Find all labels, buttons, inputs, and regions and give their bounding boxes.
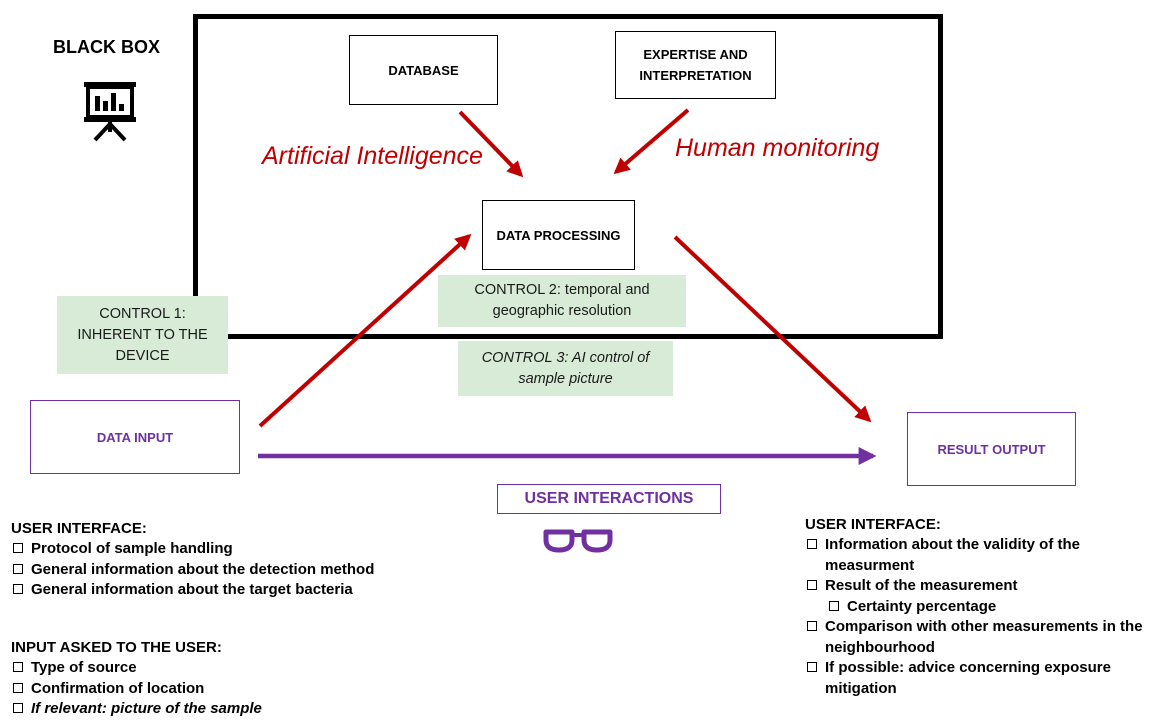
database-box: DATABASE (349, 35, 498, 105)
right-ui-title: USER INTERFACE: (805, 516, 941, 533)
database-label: DATABASE (388, 62, 459, 78)
checkbox-icon (807, 580, 817, 590)
user-interactions-label: USER INTERACTIONS (524, 490, 694, 507)
control-1-label: CONTROL 1: INHERENT TO THE DEVICE (77, 305, 208, 364)
black-box-title: BLACK BOX (53, 37, 160, 57)
list-item-text: Confirmation of location (31, 679, 205, 697)
checkbox-icon (13, 584, 23, 594)
checkbox-icon (13, 682, 23, 693)
result-output-box: RESULT OUTPUT (907, 412, 1076, 486)
arrow-processing-to-output (673, 235, 872, 423)
left-ui-title: USER INTERFACE: (11, 520, 147, 537)
presentation-chart-icon (82, 80, 138, 142)
list-item: If relevant: picture of the sample (11, 699, 262, 720)
checkbox-icon (807, 621, 817, 631)
right-user-interface-panel: USER INTERFACE: Information about the va… (805, 514, 1165, 699)
list-item-text: General information about the target bac… (31, 581, 353, 598)
list-item-text: Comparison with other measurements in th… (825, 618, 1143, 656)
input-asked-title: INPUT ASKED TO THE USER: (11, 639, 222, 656)
checkbox-icon (807, 539, 817, 549)
list-item: Certainty percentage (805, 597, 1165, 618)
list-item-text: If possible: advice concerning exposure … (825, 659, 1111, 697)
glasses-icon (543, 526, 613, 554)
control-1-box: CONTROL 1: INHERENT TO THE DEVICE (57, 296, 228, 374)
data-input-label: DATA INPUT (96, 429, 174, 445)
control-2-box: CONTROL 2: temporal and geographic resol… (438, 275, 686, 327)
expertise-box: EXPERTISE AND INTERPRETATION (615, 31, 776, 99)
list-item-text: Protocol of sample handling (31, 540, 233, 557)
data-processing-box: DATA PROCESSING (482, 200, 635, 270)
checkbox-icon (13, 543, 23, 553)
artificial-intelligence-label: Artificial Intelligence (262, 142, 483, 170)
list-item-text: Certainty percentage (847, 597, 997, 615)
left-user-interface-panel: USER INTERFACE: Protocol of sample handl… (11, 518, 374, 601)
list-item: General information about the detection … (11, 560, 374, 581)
list-item: Type of source (11, 658, 262, 679)
checkbox-icon (807, 662, 817, 672)
expertise-label: EXPERTISE AND INTERPRETATION (639, 47, 752, 83)
control-2-label: CONTROL 2: temporal and geographic resol… (474, 282, 650, 319)
checkbox-icon (13, 563, 23, 574)
list-item: Confirmation of location (11, 679, 262, 700)
data-processing-label: DATA PROCESSING (496, 227, 621, 243)
list-item: Comparison with other measurements in th… (805, 617, 1165, 658)
list-item-text: If relevant: picture of the sample (31, 700, 262, 717)
list-item: If possible: advice concerning exposure … (805, 658, 1115, 699)
checkbox-icon (829, 600, 839, 611)
list-item: Protocol of sample handling (11, 539, 374, 560)
list-item-text: Type of source (31, 659, 137, 676)
black-box-frame (193, 14, 943, 339)
list-item-text: Information about the validity of the me… (825, 536, 1080, 574)
arrow-expertise-to-processing (613, 108, 690, 175)
result-output-label: RESULT OUTPUT (937, 441, 1046, 457)
input-asked-panel: INPUT ASKED TO THE USER: Type of source … (11, 637, 262, 720)
list-item: Information about the validity of the me… (805, 535, 1155, 576)
checkbox-icon (13, 662, 23, 672)
arrow-database-to-processing (458, 110, 524, 178)
arrow-input-to-processing (258, 233, 472, 428)
list-item: General information about the target bac… (11, 580, 374, 601)
data-input-box: DATA INPUT (30, 400, 240, 474)
list-item: Result of the measurement (805, 576, 1165, 597)
list-item-text: General information about the detection … (31, 560, 375, 578)
control-3-box: CONTROL 3: AI control of sample picture (458, 341, 673, 396)
checkbox-icon (13, 703, 23, 713)
list-item-text: Result of the measurement (825, 577, 1018, 594)
user-interactions-box: USER INTERACTIONS (497, 484, 721, 514)
human-monitoring-label: Human monitoring (675, 134, 880, 162)
control-3-label: CONTROL 3: AI control of sample picture (481, 349, 650, 387)
